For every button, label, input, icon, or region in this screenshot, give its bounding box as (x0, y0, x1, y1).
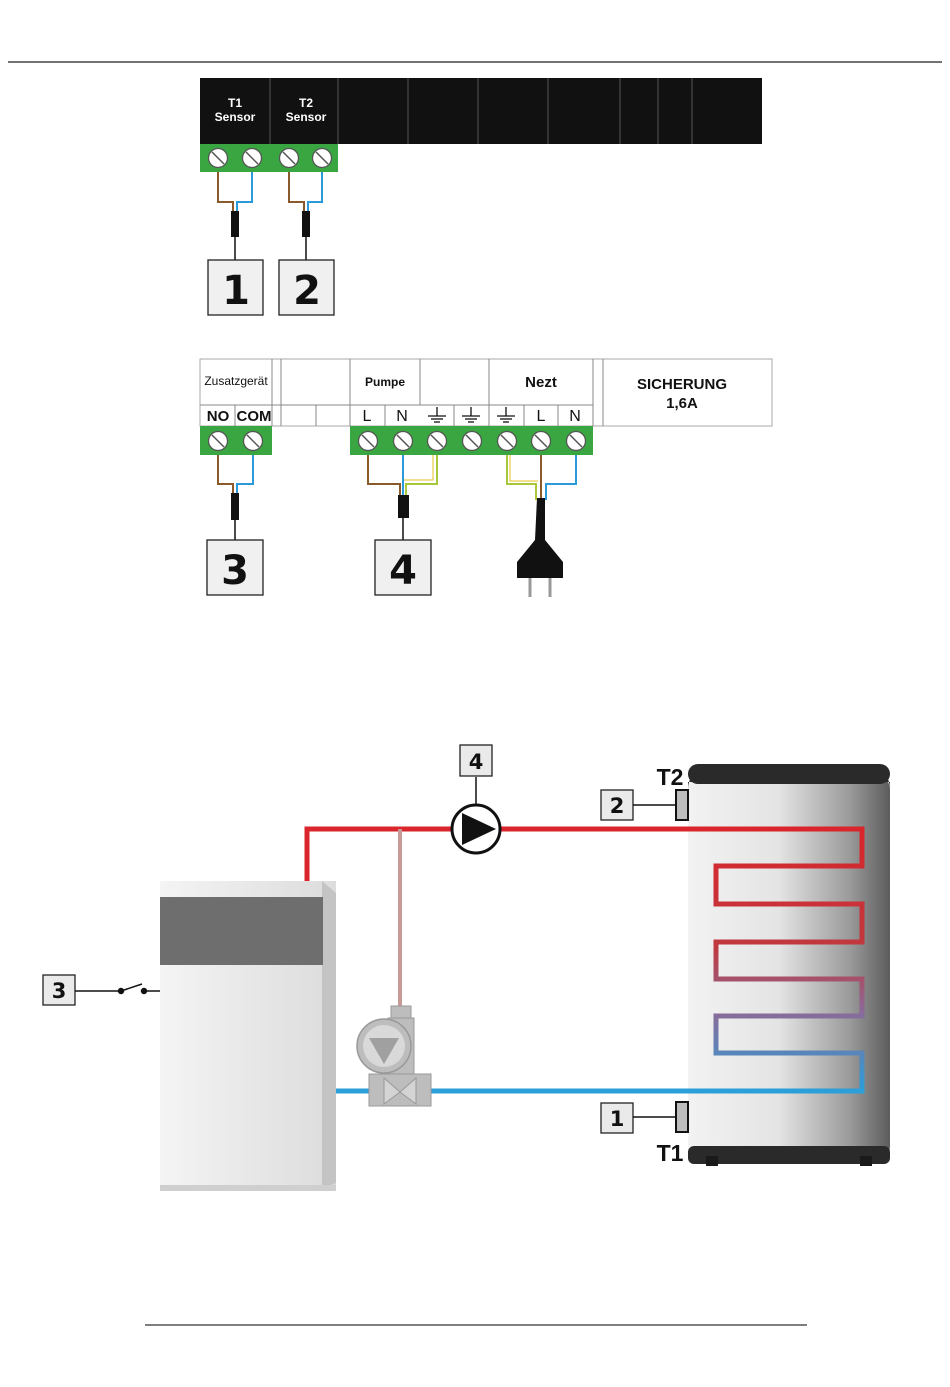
t1-sensor-label-line2: Sensor (215, 110, 256, 124)
pumpe-n-label: N (396, 408, 408, 425)
boiler-unit (160, 881, 336, 1191)
t2-sensor-icon (676, 790, 688, 820)
svg-text:4: 4 (469, 750, 484, 774)
system-label-3: 3 (43, 975, 75, 1005)
nezt-l-label: L (537, 408, 546, 425)
screw-terminal (498, 432, 517, 451)
zusatz-cable (218, 455, 253, 540)
pump-cable (368, 455, 437, 540)
wiring-label-4: 4 (375, 540, 431, 595)
svg-text:3: 3 (52, 979, 67, 1003)
screw-terminal (394, 432, 413, 451)
svg-text:2: 2 (610, 794, 625, 818)
circulation-pump-icon (452, 777, 500, 853)
svg-text:2: 2 (293, 268, 321, 314)
screw-terminal (359, 432, 378, 451)
screw-terminal (532, 432, 551, 451)
wiring-label-2: 2 (279, 260, 334, 315)
t2-label: T2 (657, 764, 684, 790)
screw-terminal (428, 432, 447, 451)
bottom-terminal-panel: Zusatzgerät Pumpe Nezt SICHERUNG 1,6A NO… (200, 359, 772, 455)
screw-terminal (567, 432, 586, 451)
system-label-1: 1 (601, 1103, 633, 1133)
screw-terminal (244, 432, 263, 451)
wiring-label-1: 1 (208, 260, 263, 315)
screw-terminal (313, 149, 332, 168)
screw-terminal (280, 149, 299, 168)
pumpe-l-label: L (363, 408, 372, 425)
screw-terminal (209, 149, 228, 168)
sensor-1-cable (218, 172, 252, 260)
nezt-n-label: N (569, 408, 581, 425)
system-label-2: 2 (601, 790, 633, 820)
system-label-4: 4 (460, 745, 492, 776)
t1-sensor-icon (676, 1102, 688, 1132)
screw-terminal (463, 432, 482, 451)
wiring-label-3: 3 (207, 540, 263, 595)
top-terminal-panel: T1 Sensor T2 Sensor (200, 78, 762, 172)
t1-sensor-label-line1: T1 (228, 96, 242, 110)
screw-terminal (243, 149, 262, 168)
sicherung-label-line2: 1,6A (666, 395, 698, 412)
t1-label: T1 (657, 1140, 684, 1166)
t2-sensor-label-line1: T2 (299, 96, 313, 110)
svg-text:1: 1 (610, 1107, 625, 1131)
power-plug-icon (517, 498, 563, 578)
pumpe-label: Pumpe (365, 375, 405, 389)
svg-text:4: 4 (389, 548, 417, 594)
t2-sensor-label-line2: Sensor (286, 110, 327, 124)
sensor-2-cable (289, 172, 322, 260)
svg-text:3: 3 (221, 548, 249, 594)
no-label: NO (207, 408, 230, 425)
sicherung-label-line1: SICHERUNG (637, 376, 727, 393)
mains-cable (507, 455, 576, 597)
svg-text:1: 1 (222, 268, 250, 314)
switch-icon (75, 984, 160, 994)
com-label: COM (237, 408, 272, 425)
screw-terminal (209, 432, 228, 451)
nezt-label: Nezt (525, 374, 557, 391)
zusatzgeraet-label: Zusatzgerät (204, 374, 268, 388)
